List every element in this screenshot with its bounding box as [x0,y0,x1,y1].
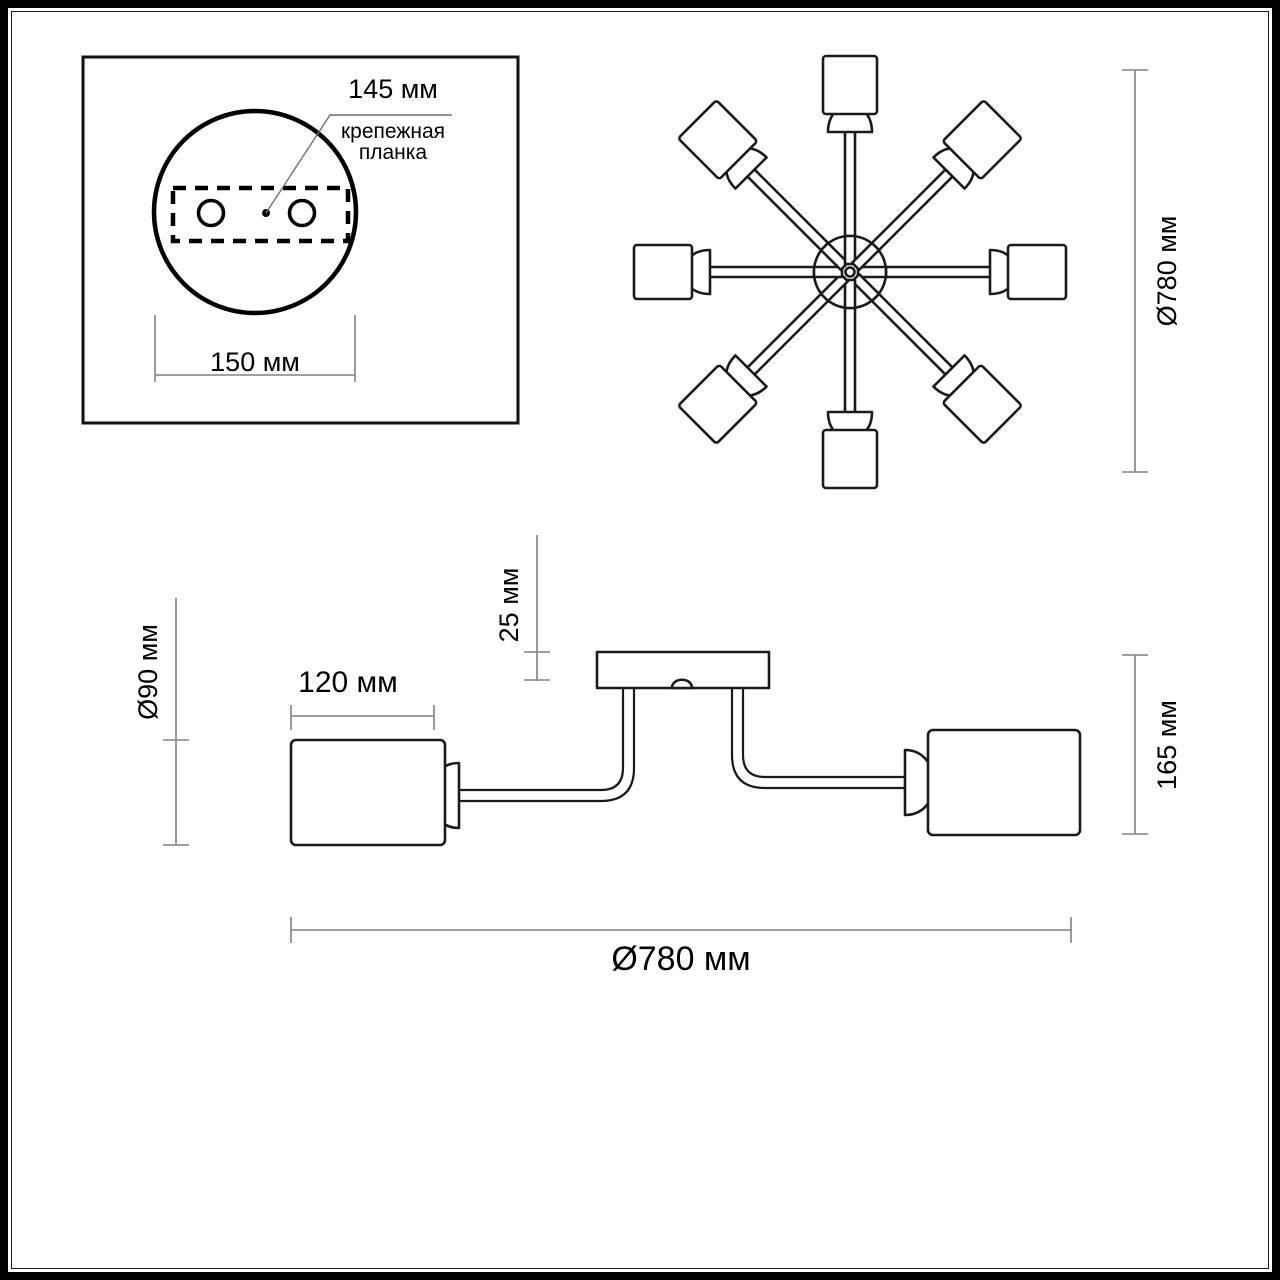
top-view-arm [821,54,879,258]
callout-label-line1: крепежная [341,120,445,143]
top-view-arm [632,243,836,301]
top-view-fixture: Ø780 мм [632,54,1182,490]
canopy-knob [670,678,694,690]
arm-shade [821,54,879,116]
arm-shade [942,364,1022,444]
top-view-arm [821,286,879,490]
arm-shade [678,100,758,180]
side-arm-right-outer [741,686,907,779]
hub-stub [856,265,888,279]
dim-780-top-label: Ø780 мм [1152,216,1182,327]
side-shade-left [289,738,447,847]
top-view-arm [856,278,1022,444]
arm-shade [821,428,879,490]
mounting-hole-left [196,198,226,228]
dim-120-label: 120 мм [298,666,398,699]
arm-shade [632,243,694,301]
arm-shade [1006,243,1068,301]
dim-165-label: 165 мм [1152,700,1182,790]
hub-stub [812,265,844,279]
hub-stub [843,278,857,310]
side-arm-left-inner [457,686,636,803]
side-arm-left-outer [457,686,625,792]
top-view-arm [678,278,844,444]
inset-box-border [81,55,520,425]
hub-rod-stubs [812,234,888,310]
top-view-arm [864,243,1068,301]
side-view-fixture: 120 мм 25 мм Ø90 мм 165 мм Ø780 мм [133,535,1182,978]
base-plate-circle [151,108,359,316]
dim-780-bottom-label: Ø780 мм [611,940,750,978]
side-shade-right [926,728,1082,837]
hub-stub [819,272,850,303]
arm-shade [942,100,1022,180]
mounting-hole-right [287,198,317,228]
mounting-bar-dashed-rect [170,185,351,244]
hub-stub [850,241,881,272]
hub-center-dot [844,266,856,278]
callout-label-line2: планка [359,141,428,164]
side-arm-right-inner [730,686,907,790]
hub-stub [850,272,881,303]
top-view-arm [856,100,1022,266]
inset-mounting-view: 145 мм крепежная планка 150 мм [81,55,520,425]
hub-stub [819,241,850,272]
hub-stub [843,234,857,266]
dim-145-label: 145 мм [348,74,438,104]
dim-90-label: Ø90 мм [133,624,163,720]
arm-shade [678,364,758,444]
top-view-arm [678,100,844,266]
dim-25-label: 25 мм [494,568,524,643]
dim-150-label: 150 мм [210,347,300,377]
